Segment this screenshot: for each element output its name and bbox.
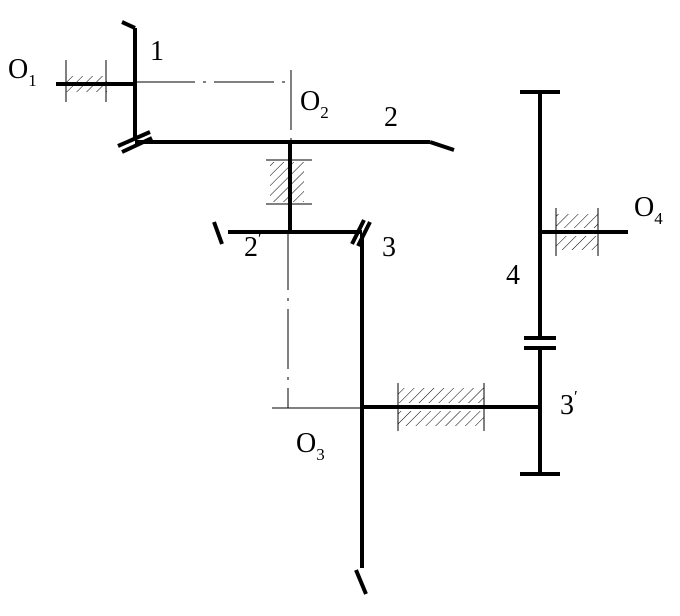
label-gear-3: 3: [382, 232, 396, 263]
label-gear-1: 1: [150, 36, 164, 67]
label-o4: O4: [634, 192, 663, 228]
shaft-o2-assembly: [135, 140, 455, 245]
gear-2p-tick: [212, 221, 224, 245]
labels: O1 1 O2 2 2′ 3 O4 4 3′ O3: [8, 36, 663, 464]
bearing-o4-hatch: [556, 214, 598, 228]
gear-1-bottom-tick-a: [117, 130, 151, 148]
bearing-o3-hatch-lower: [398, 411, 484, 426]
shaft-o3-assembly: [350, 219, 560, 595]
shaft-o4-assembly: [520, 90, 628, 340]
label-gear-4: 4: [506, 260, 520, 291]
label-gear-2: 2: [384, 102, 398, 133]
label-gear-2p: 2′: [244, 229, 262, 263]
bearing-o4-hatch-lower: [556, 236, 598, 250]
shaft-o1-assembly: [56, 20, 153, 154]
label-o2: O2: [300, 86, 329, 122]
center-lines: [135, 70, 362, 409]
gear-3-bottom-tick: [354, 569, 368, 595]
bearing-o2-hatch: [270, 162, 304, 202]
label-o1: O1: [8, 54, 37, 90]
label-gear-3p: 3′: [560, 387, 578, 421]
gear-3-tick-a: [350, 219, 366, 245]
gear-1-top-tick: [121, 20, 136, 30]
label-o3: O3: [296, 428, 325, 464]
bearing-o3-hatch: [398, 388, 484, 403]
gear-2-tick: [429, 140, 455, 152]
